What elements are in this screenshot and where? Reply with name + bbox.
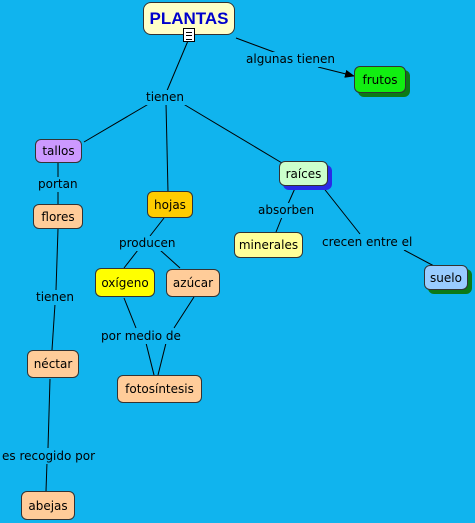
node-fotosintesis[interactable]: fotosíntesis xyxy=(117,375,202,403)
node-minerales[interactable]: minerales xyxy=(234,232,303,258)
node-raices[interactable]: raíces xyxy=(279,161,328,186)
node-hojas[interactable]: hojas xyxy=(147,191,193,218)
link-tienen-flores: tienen xyxy=(34,290,77,305)
link-portan: portan xyxy=(36,177,80,192)
node-tallos[interactable]: tallos xyxy=(35,139,82,163)
node-flores[interactable]: flores xyxy=(33,204,83,229)
link-tienen-plantas: tienen xyxy=(144,90,187,105)
node-oxigeno[interactable]: oxígeno xyxy=(95,268,155,297)
document-icon[interactable] xyxy=(183,28,195,42)
link-absorben: absorben xyxy=(256,203,317,218)
node-frutos[interactable]: frutos xyxy=(354,66,406,93)
link-algunas-tienen: algunas tienen xyxy=(244,52,337,67)
link-producen: producen xyxy=(117,236,178,251)
link-por-medio-de: por medio de xyxy=(99,329,183,344)
link-crecen-entre-el: crecen entre el xyxy=(320,235,415,250)
node-abejas[interactable]: abejas xyxy=(21,491,75,520)
link-es-recogido-por: es recogido por xyxy=(0,449,98,464)
node-nectar[interactable]: néctar xyxy=(27,350,79,378)
node-azucar[interactable]: azúcar xyxy=(166,269,220,297)
node-suelo[interactable]: suelo xyxy=(424,265,468,290)
